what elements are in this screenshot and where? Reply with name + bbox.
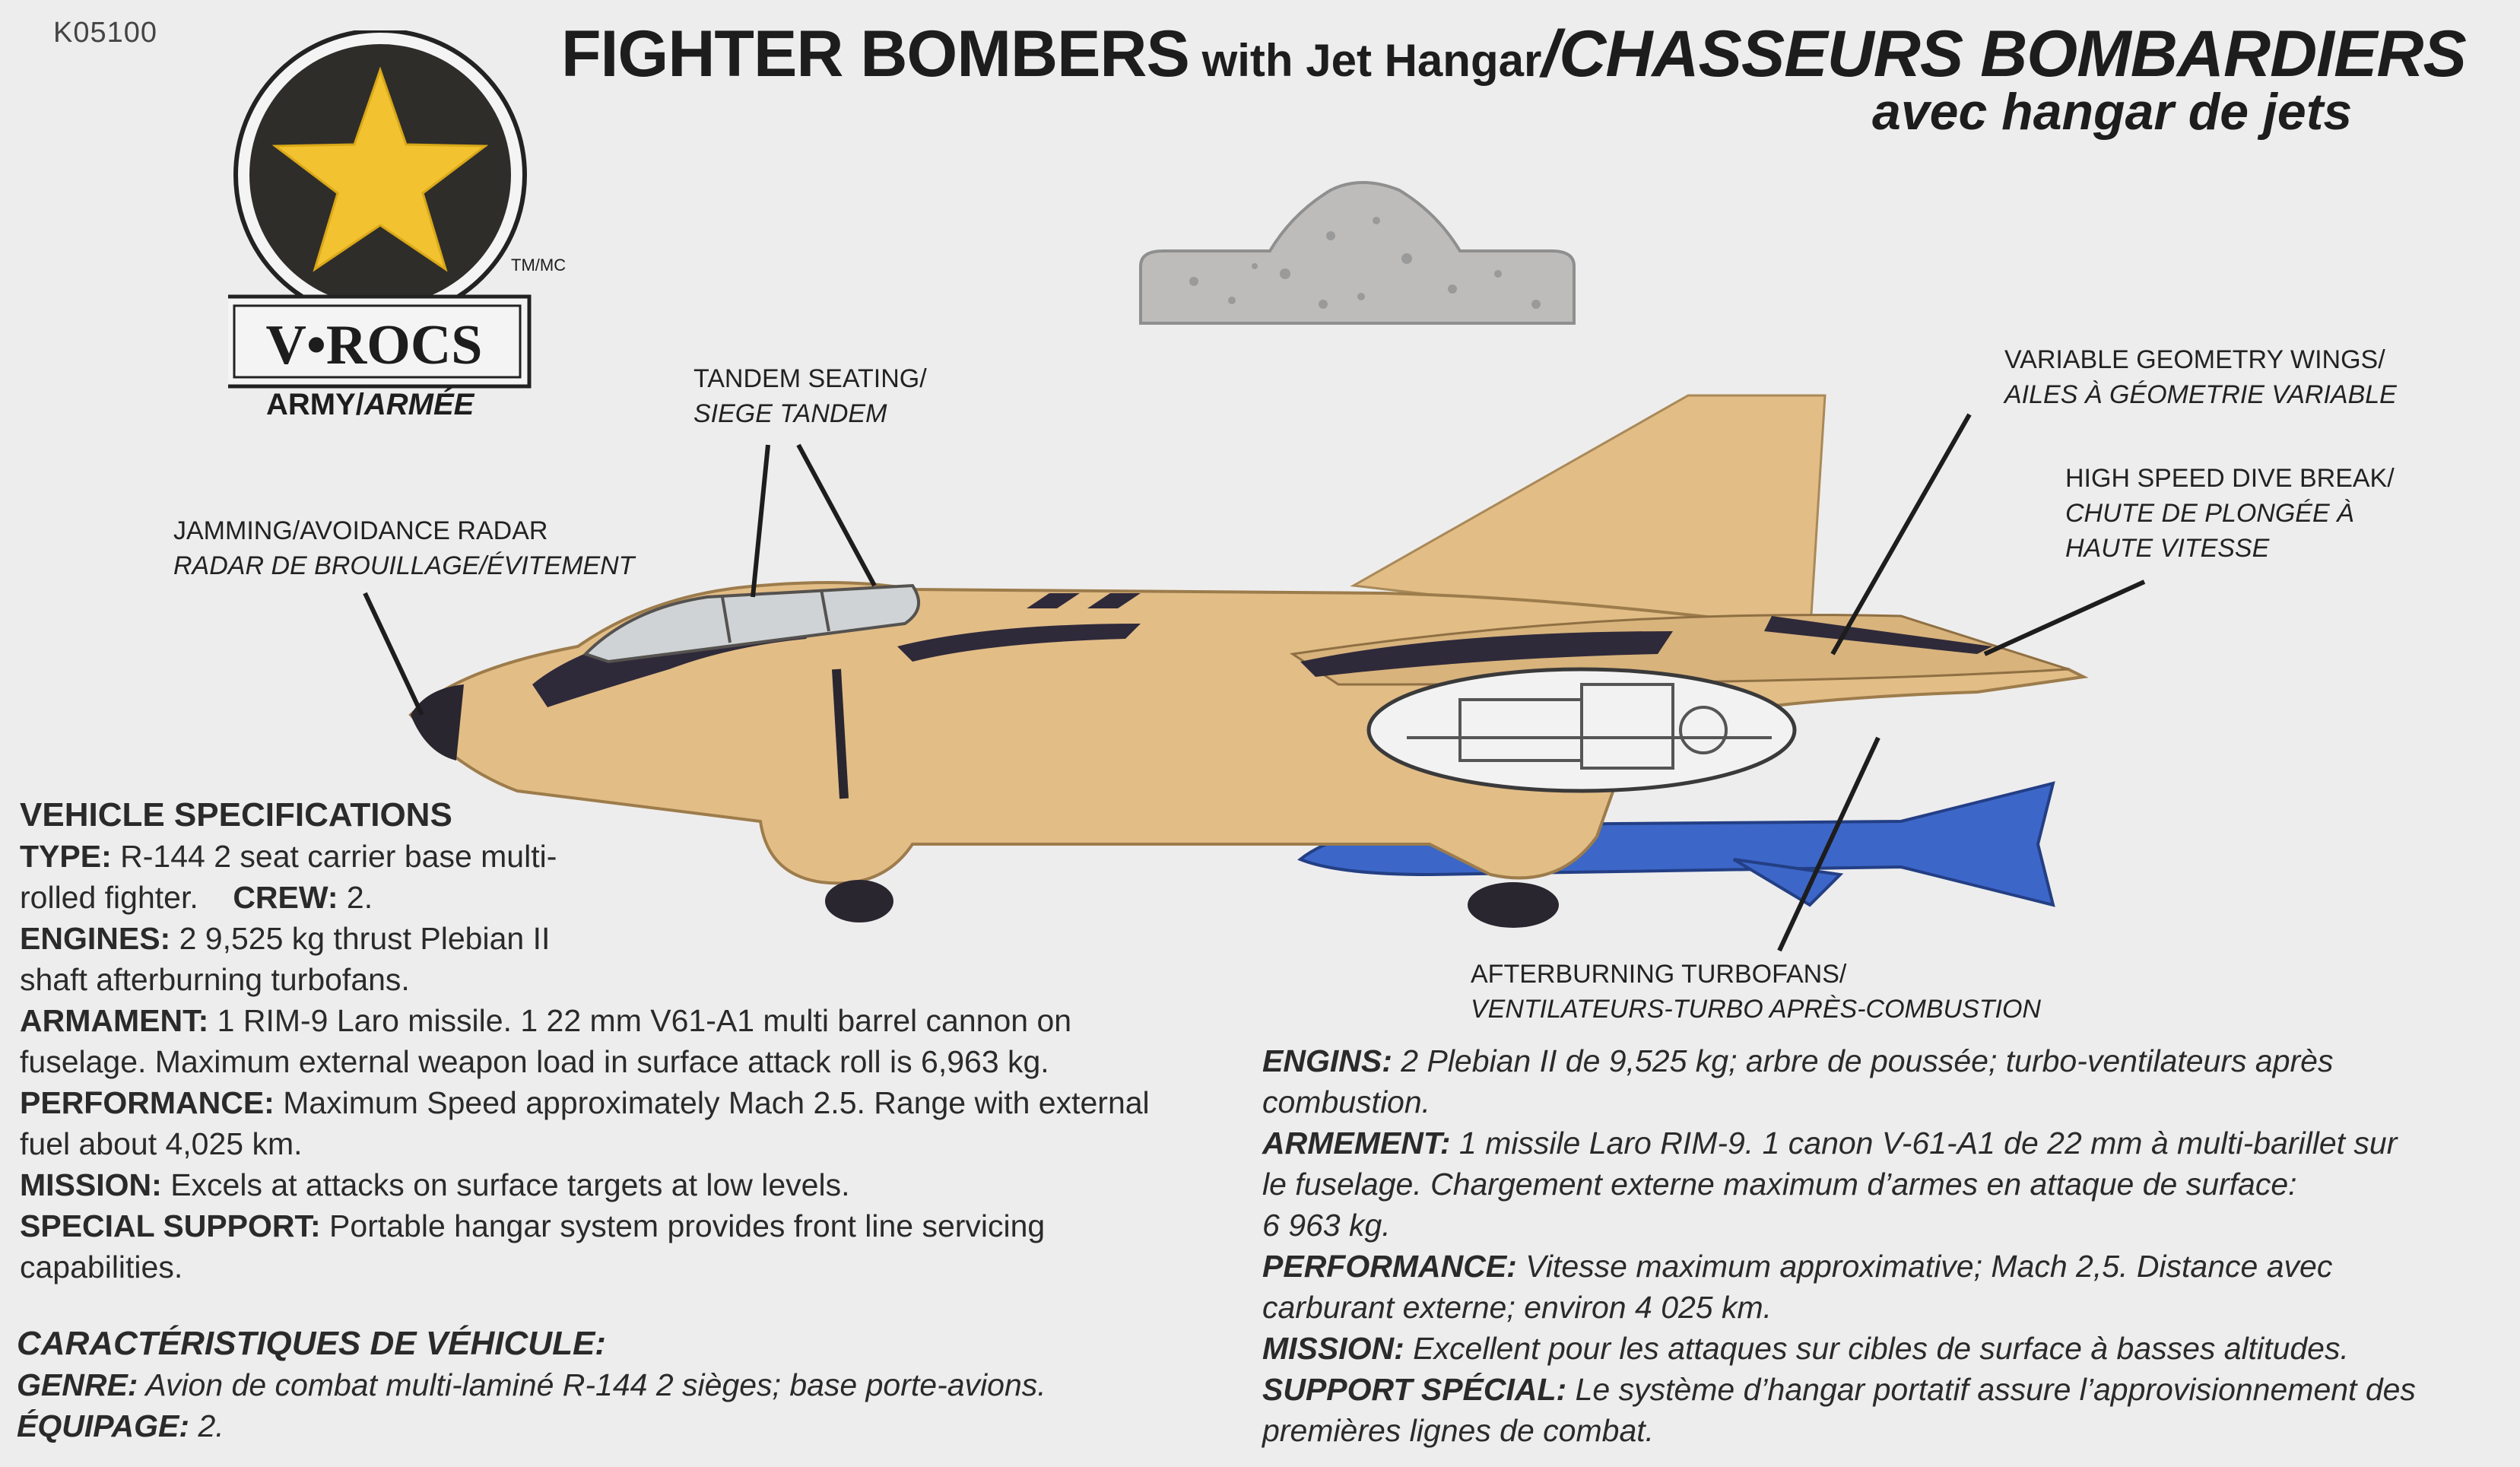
spec-type-crew: rolled fighter. CREW: 2. <box>20 880 373 915</box>
spec-engines-cont: shaft afterburning turbofans. <box>20 962 410 997</box>
division-fr: ARMÉE <box>363 388 474 421</box>
spec-support: SPECIAL SUPPORT: Portable hangar system … <box>20 1208 1046 1243</box>
vehicle-specifications-en: VEHICLE SPECIFICATIONS TYPE: R-144 2 sea… <box>20 795 1206 1288</box>
page-title: FIGHTER BOMBERS with Jet Hangar/CHASSEUR… <box>561 17 2467 92</box>
spec-armament: ARMAMENT: 1 RIM-9 Laro missile. 1 22 mm … <box>20 1003 1072 1038</box>
canopy <box>582 583 920 664</box>
callout-tandem-seating: TANDEM SEATING/ SIEGE TANDEM <box>693 361 927 431</box>
spec-performance-fr-cont: carburant externe; environ 4 025 km. <box>1262 1290 1773 1325</box>
spec-support-cont: capabilities. <box>20 1249 183 1284</box>
callout-turbofans: AFTERBURNING TURBOFANS/ VENTILATEURS-TUR… <box>1471 957 2041 1027</box>
callout-dive-fr2: HAUTE VITESSE <box>2065 534 2270 563</box>
callout-turbo-en: AFTERBURNING TURBOFANS/ <box>1471 960 1847 989</box>
engine-cutaway <box>1366 667 1797 793</box>
logo-plate <box>228 294 532 389</box>
spec-performance-fr: PERFORMANCE: Vitesse maximum approximati… <box>1262 1249 2333 1284</box>
spec-engins: ENGINS: 2 Plebian II de 9,525 kg; arbre … <box>1262 1043 2334 1078</box>
division-en: ARMY/ <box>266 388 364 421</box>
callout-wings-en: VARIABLE GEOMETRY WINGS/ <box>2004 345 2385 374</box>
vehicle-specifications-fr: CARACTÉRISTIQUES DE VÉHICULE: GENRE: Avi… <box>17 1323 1142 1446</box>
trademark-mark: TM/MC <box>511 256 567 275</box>
title-en-sub: with Jet Hangar <box>1189 35 1542 86</box>
spec-support-fr: SUPPORT SPÉCIAL: Le système d’hangar por… <box>1262 1372 2416 1407</box>
spec-support-fr-cont: premières lignes de combat. <box>1262 1413 1655 1448</box>
variable-wing <box>1289 614 2069 686</box>
callout-dive-break: HIGH SPEED DIVE BREAK/ CHUTE DE PLONGÉE … <box>2065 461 2395 566</box>
title-fr-sub: avec hangar de jets <box>1872 83 2353 141</box>
title-separator: / <box>1541 17 1560 90</box>
division-label: ARMY/ARMÉE <box>266 388 474 422</box>
callout-dive-en: HIGH SPEED DIVE BREAK/ <box>2065 464 2395 493</box>
spec-armement-cont: le fuselage. Chargement externe maximum … <box>1262 1167 2297 1202</box>
specs-fr-heading: CARACTÉRISTIQUES DE VÉHICULE: <box>17 1325 606 1362</box>
callout-variable-wings: VARIABLE GEOMETRY WINGS/ AILES À GÉOMETR… <box>2004 342 2397 412</box>
vehicle-specifications-fr-cont: ENGINS: 2 Plebian II de 9,525 kg; arbre … <box>1262 1040 2494 1451</box>
callout-jamming-en: JAMMING/AVOIDANCE RADAR <box>173 516 548 545</box>
specs-en-heading: VEHICLE SPECIFICATIONS <box>20 796 452 834</box>
callout-tandem-fr: SIEGE TANDEM <box>693 399 887 428</box>
callout-wings-fr: AILES À GÉOMETRIE VARIABLE <box>2004 380 2397 409</box>
nose-radome <box>411 684 464 760</box>
tail-fin <box>1350 394 1827 640</box>
spec-performance-cont: fuel about 4,025 km. <box>20 1126 303 1161</box>
callout-jamming-fr: RADAR DE BROUILLAGE/ÉVITEMENT <box>173 551 635 580</box>
callout-dive-fr1: CHUTE DE PLONGÉE À <box>2065 499 2354 528</box>
star-icon <box>271 66 489 272</box>
product-code: K05100 <box>53 17 158 49</box>
spec-mission: MISSION: Excels at attacks on surface ta… <box>20 1167 850 1202</box>
spec-armement-cont2: 6 963 kg. <box>1262 1208 1391 1243</box>
spec-performance: PERFORMANCE: Maximum Speed approximately… <box>20 1085 1150 1120</box>
vrocs-logo: V•ROCS <box>228 30 532 389</box>
title-fr-main: CHASSEURS BOMBARDIERS <box>1559 17 2467 90</box>
spec-equipage: ÉQUIPAGE: 2. <box>17 1408 224 1443</box>
callout-turbo-fr: VENTILATEURS-TURBO APRÈS-COMBUSTION <box>1471 995 2041 1024</box>
spec-genre: GENRE: Avion de combat multi-laminé R-14… <box>17 1367 1046 1402</box>
title-en-main: FIGHTER BOMBERS <box>561 17 1190 90</box>
callout-jamming-radar: JAMMING/AVOIDANCE RADAR RADAR DE BROUILL… <box>173 513 634 583</box>
spec-armament-cont: fuselage. Maximum external weapon load i… <box>20 1044 1049 1079</box>
spec-type: TYPE: R-144 2 seat carrier base multi- <box>20 839 557 874</box>
spec-engins-cont: combustion. <box>1262 1084 1431 1119</box>
logo-brand-text: V•ROCS <box>266 314 483 376</box>
spec-engines: ENGINES: 2 9,525 kg thrust Plebian II <box>20 921 551 956</box>
callout-tandem-en: TANDEM SEATING/ <box>693 364 927 393</box>
missile-icon <box>1297 781 2055 907</box>
spec-mission-fr: MISSION: Excellent pour les attaques sur… <box>1262 1331 2349 1366</box>
spec-armement: ARMEMENT: 1 missile Laro RIM-9. 1 canon … <box>1262 1126 2398 1161</box>
hanger-slot-cutout <box>1139 181 1576 325</box>
